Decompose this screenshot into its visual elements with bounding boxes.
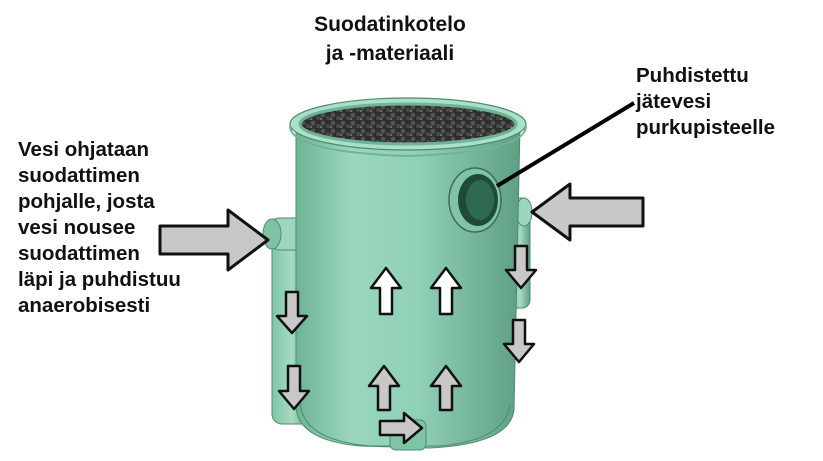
inlet-label-line: pohjalle, josta <box>18 190 155 213</box>
title-line: ja -materiaali <box>325 42 455 65</box>
title-line: Suodatinkotelo <box>314 13 466 36</box>
inlet-label-line: vesi nousee <box>18 216 136 239</box>
outlet-label-line: purkupisteelle <box>636 116 775 139</box>
diagram-title: Suodatinkotelo ja -materiaali <box>290 10 490 68</box>
flow-down-arrow-icon <box>277 364 311 411</box>
inlet-label-line: Vesi ohjataan <box>18 138 150 161</box>
flow-up-arrow-icon <box>429 266 463 316</box>
inlet-label-line: suodattimen <box>18 164 140 187</box>
inlet-arrow-icon <box>158 208 270 272</box>
outlet-pipe <box>448 167 502 233</box>
inlet-label-line: suodattimen <box>18 242 140 265</box>
inlet-label-line: anaerobisesti <box>18 294 151 317</box>
tank-body <box>289 97 527 451</box>
outlet-arrow-icon <box>530 182 645 242</box>
outlet-label-line: Puhdistettu <box>636 64 749 87</box>
outlet-label: Puhdistettu jätevesi purkupisteelle <box>636 63 775 141</box>
flow-down-arrow-icon <box>504 244 538 290</box>
flow-down-arrow-icon <box>275 290 309 335</box>
inlet-label-line: läpi ja puhdistuu <box>18 268 181 291</box>
flow-down-arrow-icon <box>502 318 536 364</box>
flow-right-arrow-icon <box>378 411 424 445</box>
flow-up-arrow-icon <box>429 364 463 412</box>
flow-up-arrow-icon <box>367 364 401 412</box>
flow-up-arrow-icon <box>369 266 403 316</box>
outlet-pointer-line <box>495 101 636 188</box>
outlet-label-line: jätevesi <box>636 90 712 113</box>
inlet-label: Vesi ohjataan suodattimen pohjalle, jost… <box>18 137 181 319</box>
